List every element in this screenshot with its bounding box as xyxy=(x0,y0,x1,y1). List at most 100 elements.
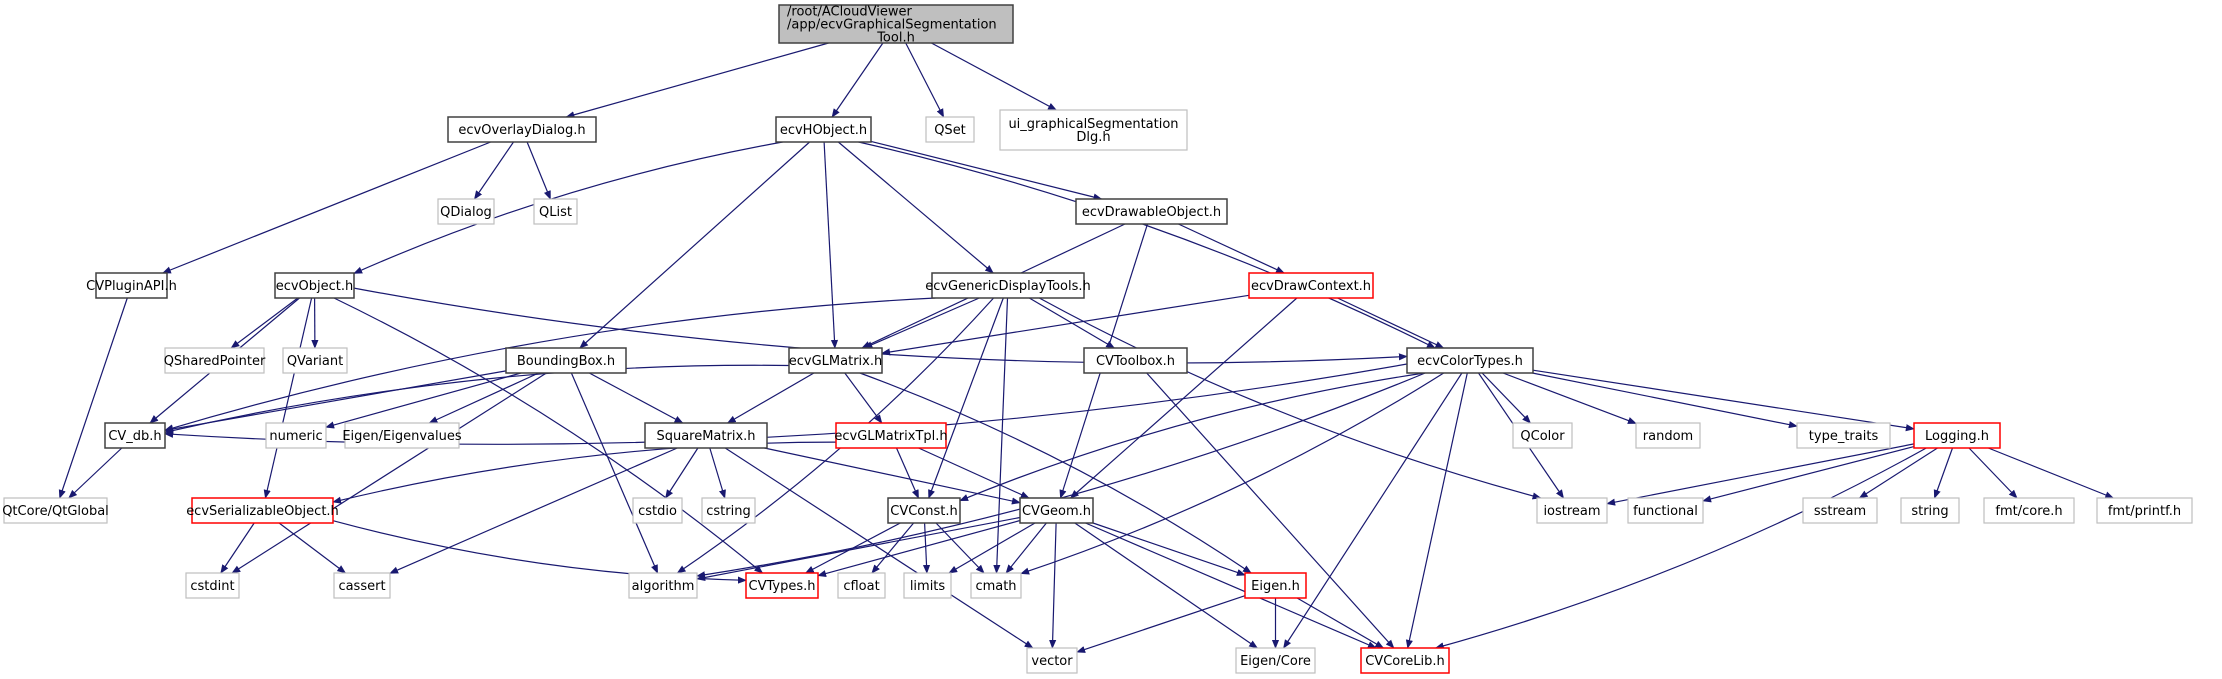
node-EigenH[interactable]: Eigen.h xyxy=(1244,572,1307,599)
node-ecvHObject[interactable]: ecvHObject.h xyxy=(775,116,872,143)
node-SquareMatrix[interactable]: SquareMatrix.h xyxy=(644,422,768,449)
node-ecvOverlayDialog[interactable]: ecvOverlayDialog.h xyxy=(447,116,597,143)
node-label: /root/ACloudViewer xyxy=(787,5,912,20)
edge-ecvColorTypes-to-EigenCore xyxy=(1283,372,1463,649)
node-label: CVTypes.h xyxy=(749,579,816,594)
node-ecvColorTypes[interactable]: ecvColorTypes.h xyxy=(1406,347,1534,374)
node-QtGlobal: QtCore/QtGlobal xyxy=(2,497,109,524)
node-CVConst[interactable]: CVConst.h xyxy=(887,497,961,524)
node-ecvGLMatrixTpl[interactable]: ecvGLMatrixTpl.h xyxy=(834,422,948,449)
node-label: numeric xyxy=(269,429,322,444)
node-box xyxy=(788,347,883,374)
edge-SquareMatrix-to-cstdio xyxy=(665,447,699,499)
node-algorithm: algorithm xyxy=(628,572,698,599)
node-label: sstream xyxy=(1814,504,1866,519)
node-label: ecvObject.h xyxy=(276,279,354,294)
node-box xyxy=(775,116,872,143)
edge-CVToolbox-to-CVCoreLib xyxy=(1146,372,1395,649)
edge-ecvOverlayDialog-to-QDialog xyxy=(473,141,514,200)
edge-SquareMatrix-to-cassert xyxy=(389,447,678,574)
node-label: ui_graphicalSegmentation xyxy=(1008,117,1178,132)
node-cstdio: cstdio xyxy=(632,497,683,524)
node-label: cstdint xyxy=(190,579,234,594)
node-CV_db[interactable]: CV_db.h xyxy=(104,422,166,449)
node-CVGeom[interactable]: CVGeom.h xyxy=(1019,497,1094,524)
node-Logging[interactable]: Logging.h xyxy=(1913,422,2001,449)
node-ecvDrawableObject[interactable]: ecvDrawableObject.h xyxy=(1075,198,1228,225)
node-ecvGLMatrix[interactable]: ecvGLMatrix.h xyxy=(788,347,883,374)
edge-ecvGLMatrixTpl-to-CVConst xyxy=(895,447,920,499)
node-label: QDialog xyxy=(440,205,492,220)
node-label: random xyxy=(1643,429,1693,444)
edge-root-to-ecvHObject xyxy=(831,42,884,118)
node-box xyxy=(837,572,886,599)
node-cfloat: cfloat xyxy=(837,572,886,599)
node-label: QColor xyxy=(1520,429,1565,444)
node-EigenEigenvalues: Eigen/Eigenvalues xyxy=(342,422,462,449)
node-label: ecvDrawableObject.h xyxy=(1082,205,1221,220)
node-box xyxy=(1512,422,1573,449)
node-box xyxy=(1083,347,1188,374)
edge-ecvHObject-to-ecvObject xyxy=(353,141,783,274)
edge-CVConst-to-limits xyxy=(922,522,931,574)
node-label: cassert xyxy=(338,579,385,594)
edge-CVConst-to-CVTypes xyxy=(804,522,901,574)
edge-ecvOverlayDialog-to-CVPluginAPI xyxy=(161,141,491,274)
edge-ecvObject-to-CVTypes xyxy=(333,297,764,574)
node-ecvGenericDisplayTools[interactable]: ecvGenericDisplayTools.h xyxy=(925,272,1091,299)
node-box xyxy=(628,572,698,599)
edge-ecvSerializableObject-to-cstdint xyxy=(220,522,255,574)
edge-ecvGenericDisplayTools-to-cmath xyxy=(993,297,1009,574)
node-cstdint: cstdint xyxy=(185,572,240,599)
node-box xyxy=(282,347,348,374)
node-label: ecvDrawContext.h xyxy=(1251,279,1371,294)
node-CVCoreLib[interactable]: CVCoreLib.h xyxy=(1360,647,1450,674)
node-CVPluginAPI[interactable]: CVPluginAPI.h xyxy=(86,272,177,299)
node-label: SquareMatrix.h xyxy=(656,429,755,444)
edge-EigenH-to-vector xyxy=(1076,595,1246,653)
node-box xyxy=(1635,422,1701,449)
node-BoundingBox[interactable]: BoundingBox.h xyxy=(505,347,627,374)
node-label: cstring xyxy=(706,504,750,519)
node-QColor: QColor xyxy=(1512,422,1573,449)
node-cassert: cassert xyxy=(333,572,391,599)
node-box xyxy=(632,497,683,524)
edge-Logging-to-sstream xyxy=(1858,447,1938,499)
node-box xyxy=(835,422,947,449)
edge-BoundingBox-to-EigenEigenvalues xyxy=(428,372,539,424)
edge-CVPluginAPI-to-QtGlobal xyxy=(58,297,128,499)
node-limits: limits xyxy=(903,572,952,599)
node-CVToolbox[interactable]: CVToolbox.h xyxy=(1083,347,1188,374)
edge-ecvHObject-to-ecvColorTypes xyxy=(858,141,1436,349)
node-box xyxy=(1802,497,1878,524)
node-ecvObject[interactable]: ecvObject.h xyxy=(274,272,355,299)
node-label: QSet xyxy=(934,123,966,138)
edge-EigenH-to-CVCoreLib xyxy=(1296,597,1385,649)
node-box xyxy=(2096,497,2193,524)
node-box xyxy=(1075,198,1228,225)
node-label: vector xyxy=(1031,654,1073,669)
edge-ecvGLMatrix-to-EigenH xyxy=(859,372,1252,574)
node-box xyxy=(344,422,460,449)
node-label: QtCore/QtGlobal xyxy=(2,504,109,519)
node-ecvDrawContext[interactable]: ecvDrawContext.h xyxy=(1248,272,1374,299)
edge-CVGeom-to-limits xyxy=(948,522,1036,574)
edge-ecvObject-to-ecvSerializableObject xyxy=(263,297,313,499)
node-box xyxy=(887,497,961,524)
node-box xyxy=(1913,422,2001,449)
node-box xyxy=(1627,497,1704,524)
node-box xyxy=(1244,572,1307,599)
node-label: limits xyxy=(910,579,946,594)
node-vector: vector xyxy=(1026,647,1078,674)
edge-ecvColorTypes-to-algorithm xyxy=(696,372,1426,579)
node-root[interactable]: /root/ACloudViewer/app/ecvGraphicalSegme… xyxy=(778,4,1014,46)
edge-ecvGenericDisplayTools-to-iostream xyxy=(1039,297,1542,500)
edge-ecvGenericDisplayTools-to-CV_db xyxy=(164,297,936,432)
edge-ecvDrawableObject-to-ecvDrawContext xyxy=(1178,223,1285,274)
node-CVTypes[interactable]: CVTypes.h xyxy=(745,572,819,599)
edge-ecvGenericDisplayTools-to-CVConst xyxy=(928,297,1004,499)
node-box xyxy=(333,572,391,599)
node-label: iostream xyxy=(1543,504,1600,519)
node-ecvSerializableObject[interactable]: ecvSerializableObject.h xyxy=(186,497,339,524)
